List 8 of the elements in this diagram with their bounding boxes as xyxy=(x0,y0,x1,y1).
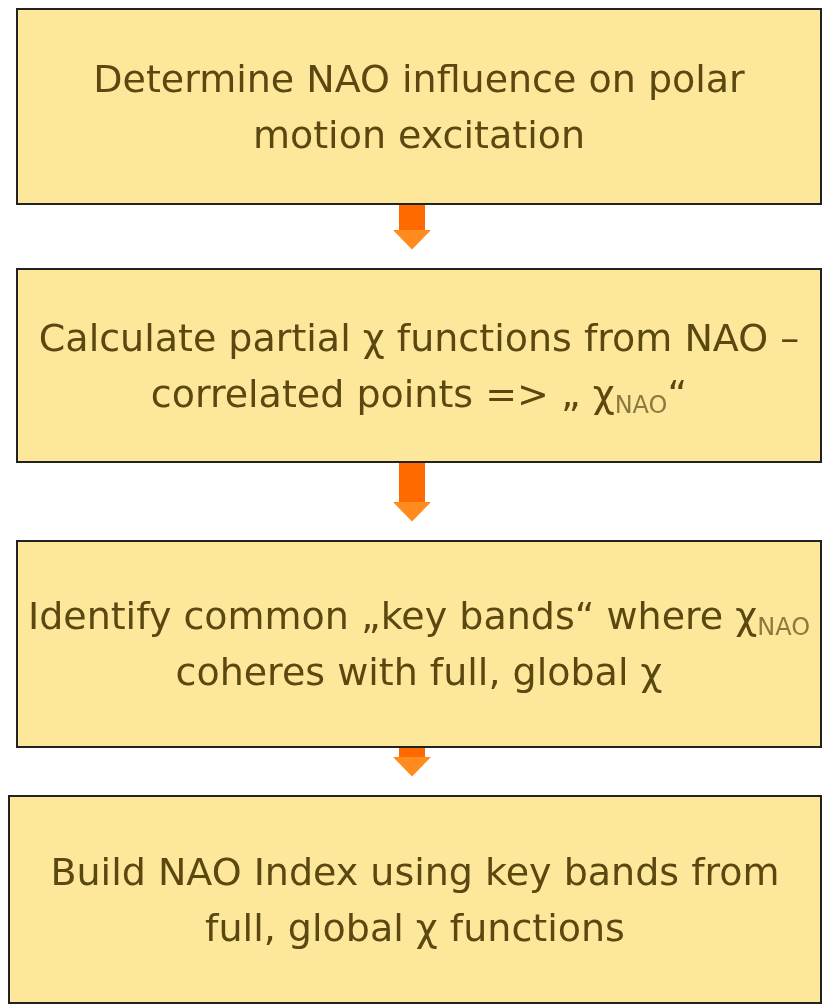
box-text: Calculate partial χ functions from NAO – correlated points => „ χ$_{NAO}$“ xyxy=(37,314,801,421)
process-box xyxy=(16,268,822,463)
box-text: Build NAO Index using key bands from full, global χ functions xyxy=(49,848,781,952)
process-box xyxy=(16,8,822,205)
process-box xyxy=(8,795,822,1004)
box-text: Determine NAO influence on polar motion excitation xyxy=(92,55,746,159)
process-box xyxy=(16,540,822,748)
box-text: Identify common „key bands“ where χ$_{NAO}$ coheres with full, global χ xyxy=(26,593,812,696)
